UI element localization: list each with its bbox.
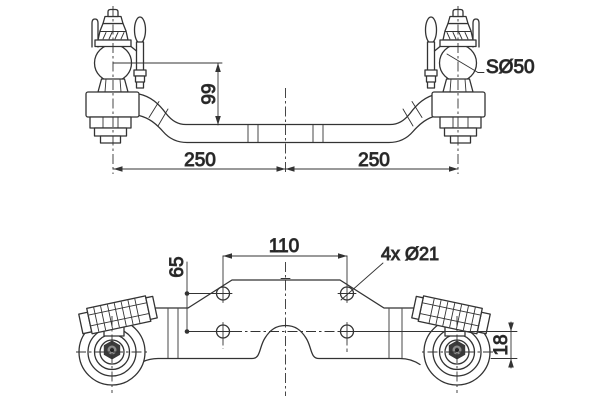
bend-line	[157, 108, 169, 127]
dim-99-label: 99	[199, 83, 220, 104]
dim-18-label: 18	[491, 334, 512, 355]
ball-diameter-label: SØ50	[486, 57, 535, 78]
bend-line	[148, 101, 160, 118]
bolt-hole-bottom-left	[213, 322, 233, 341]
dim-250-right-label: 250	[358, 150, 390, 171]
bolt-hole-top-left	[213, 284, 233, 303]
dim-250-left-label: 250	[184, 150, 216, 171]
dim-110-label: 110	[269, 236, 299, 257]
front-view: 99 250 250 SØ50	[85, 5, 535, 175]
bolt-hole-top-right	[337, 284, 357, 303]
dimension-drop-height: 99	[112, 62, 223, 126]
ball-coupling-right	[424, 5, 486, 175]
dimension-edge-offset: 18	[491, 321, 518, 369]
ball-coupling-left	[85, 5, 147, 175]
dimension-span: 250 250	[112, 150, 459, 172]
holes-label: 4x Ø21	[381, 244, 439, 264]
hub-right	[410, 293, 494, 394]
drop-beam	[138, 93, 438, 144]
bolt-holes	[213, 284, 357, 341]
holes-callout: 4x Ø21	[340, 244, 440, 301]
bolt-hole-bottom-right	[337, 322, 357, 341]
dimension-hole-spacing-h: 110	[222, 236, 348, 285]
mounting-plate	[141, 279, 424, 366]
plan-view: 110 65 4x Ø21	[75, 236, 518, 396]
bend-line	[402, 108, 414, 127]
hub-left	[75, 293, 159, 394]
dim-65-label: 65	[167, 256, 188, 277]
bend-line	[411, 101, 423, 118]
dimension-hole-spacing-v: 65	[167, 256, 216, 334]
ball-diameter-callout: SØ50	[446, 53, 535, 79]
